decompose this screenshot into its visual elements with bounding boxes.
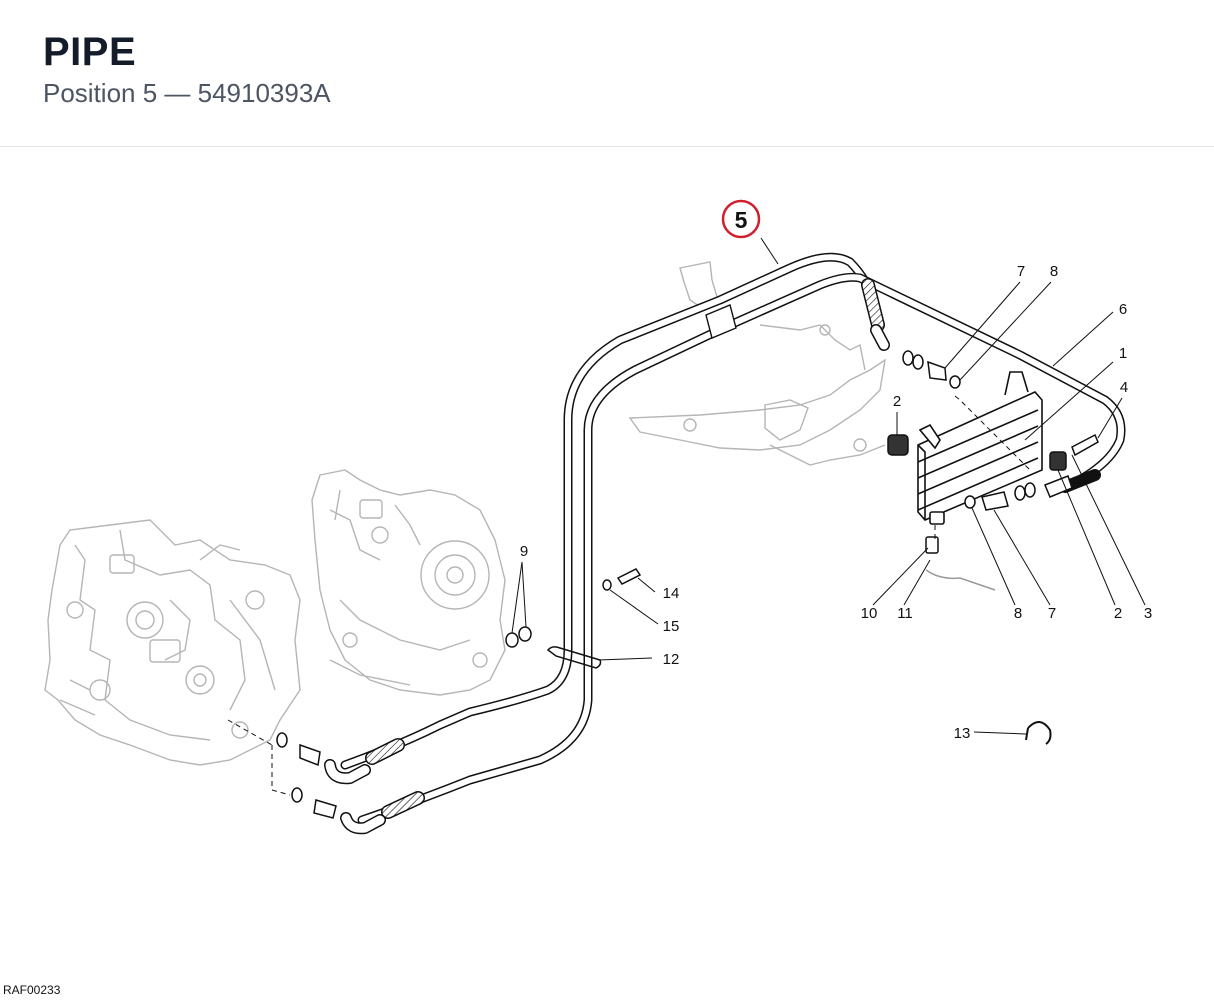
callout-2-upper[interactable]: 2: [893, 393, 901, 410]
callout-12[interactable]: 12: [663, 651, 680, 668]
highlight-number: 5: [735, 207, 748, 233]
engine-crankcase-center: [311, 469, 506, 696]
callout-1[interactable]: 1: [1119, 345, 1127, 362]
exploded-parts-diagram: 5 7 8 6 1 4 2 9 14 15 12 10 11 8 7 2 3 1…: [0, 148, 1214, 1003]
callout-10[interactable]: 10: [861, 605, 878, 622]
engine-crankcase-left: [44, 519, 301, 766]
pipe-clamp-bracket: [705, 304, 737, 339]
oil-cooler: [917, 371, 1043, 525]
callout-7-lower[interactable]: 7: [1048, 605, 1056, 622]
page-title: PIPE: [43, 30, 137, 74]
page-header: PIPE Position 5 — 54910393A: [0, 0, 1214, 147]
callout-9[interactable]: 9: [520, 543, 528, 560]
oil-pipe-assembly: [324, 252, 1126, 835]
callout-14[interactable]: 14: [663, 585, 680, 602]
callout-7-upper[interactable]: 7: [1017, 263, 1025, 280]
part-subtitle: Position 5 — 54910393A: [43, 78, 331, 108]
callout-11[interactable]: 11: [897, 605, 913, 622]
assembly-guide-lines: [227, 395, 1031, 796]
callout-8-lower[interactable]: 8: [1014, 605, 1022, 622]
frame-section: [628, 261, 886, 466]
callout-4[interactable]: 4: [1120, 379, 1128, 396]
callout-leader-lines: [511, 237, 1146, 735]
callout-8-upper[interactable]: 8: [1050, 263, 1058, 280]
callout-6[interactable]: 6: [1119, 301, 1127, 318]
highlighted-part-marker[interactable]: 5: [721, 199, 761, 239]
callout-labels: 7 8 6 1 4 2 9 14 15 12 10 11 8 7 2 3 13: [520, 263, 1152, 742]
callout-3[interactable]: 3: [1144, 605, 1152, 622]
highlight-circle: [721, 199, 761, 239]
diagram-reference-code: RAF00233: [3, 983, 61, 997]
fittings-and-seals: [276, 350, 1099, 819]
callout-2-lower[interactable]: 2: [1114, 605, 1122, 622]
callout-13[interactable]: 13: [954, 725, 971, 742]
callout-15[interactable]: 15: [663, 618, 680, 635]
